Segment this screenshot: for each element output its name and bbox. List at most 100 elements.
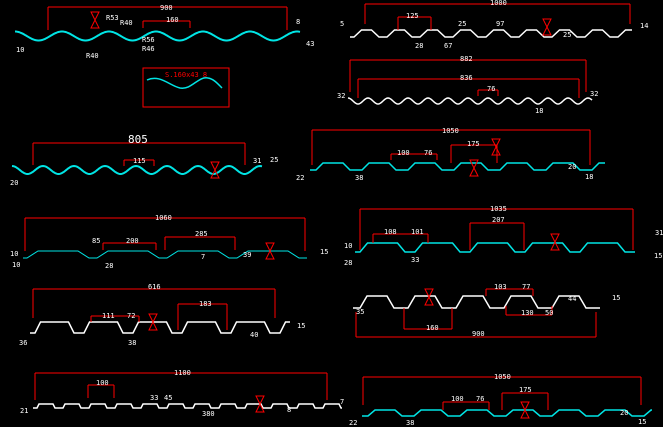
trap-1035-dim-label: 101 <box>411 228 424 236</box>
wave-882-dim-label: 882 <box>460 55 473 63</box>
wave-900-dim-label: R56 <box>142 36 155 44</box>
trap-1060-dim-label: 10 <box>12 261 20 269</box>
section-marker-icon <box>210 161 220 179</box>
trap-1060-dim-label: 39 <box>243 251 251 259</box>
trap-1000-profile <box>350 29 632 38</box>
trap-900-dim-label: 44 <box>568 295 576 303</box>
trap-1000-dim-label: 28 <box>415 42 423 50</box>
trap-1035-dim-label: 10 <box>344 242 352 250</box>
wave-900-dim-label: 10 <box>16 46 24 54</box>
trap-1050-b-dim-label: 100 <box>451 395 464 403</box>
trap-1050-a-dim-label: 22 <box>296 174 304 182</box>
wave-882-dim-label: 32 <box>590 90 598 98</box>
section-marker-icon <box>424 288 434 306</box>
trap-1050-b-dim-label: 15 <box>638 418 646 426</box>
trap-1100-profile <box>33 403 342 409</box>
wave-882-dim-label: 836 <box>460 74 473 82</box>
wave-805-dim-label: 805 <box>128 133 148 146</box>
trap-900-dim-label: 900 <box>472 330 485 338</box>
wave-900-dim-label: R46 <box>142 45 155 53</box>
trap-1050-a-dim-label: 175 <box>467 140 480 148</box>
trap-1035-dim-label: 33 <box>411 256 419 264</box>
trap-900-profile <box>353 295 600 309</box>
trap-616-dim-label: 183 <box>199 300 212 308</box>
wave-882-dim-label: 18 <box>535 107 543 115</box>
trap-1000-dim-label: 25 <box>563 31 571 39</box>
wave-805-dim-label: 115 <box>133 157 146 165</box>
trap-1060-dim-label: 15 <box>320 248 328 256</box>
trap-1035-dim-label: 108 <box>384 228 397 236</box>
section-marker-icon <box>148 313 158 331</box>
trap-1050-b-dim-label: 20 <box>620 409 628 417</box>
trap-616-dim-label: 40 <box>250 331 258 339</box>
trap-1050-a-dim-label: 1050 <box>442 127 459 135</box>
trap-1050-b-dim-label: 1050 <box>494 373 511 381</box>
wave-900-dim-label: R40 <box>86 52 99 60</box>
trap-1000-dim-label: 25 <box>458 20 466 28</box>
trap-1050-b-dim-label: 38 <box>406 419 414 427</box>
wave-900-profile <box>15 30 301 42</box>
wave-900-dim-label: 43 <box>306 40 314 48</box>
profiles-layer <box>11 29 652 417</box>
trap-1060-dim-label: 28 <box>105 262 113 270</box>
trap-1035-dim-label: 207 <box>492 216 505 224</box>
trap-1050-a-dim-label: 76 <box>424 149 432 157</box>
trap-616-dim-label: 15 <box>297 322 305 330</box>
wave-805-dim-label: 20 <box>10 179 18 187</box>
trap-900-dim-label: 35 <box>356 308 364 316</box>
wave-900-dim-label: R40 <box>120 19 133 27</box>
trap-1000-dim-label: 5 <box>340 20 344 28</box>
trap-1000-dim-label: 97 <box>496 20 504 28</box>
trap-1050-a-dim-label: 38 <box>355 174 363 182</box>
trap-1060-profile <box>23 250 307 259</box>
section-marker-icon <box>491 138 501 156</box>
trap-1060-dim-label: 285 <box>195 230 208 238</box>
inset-label: S.160x43 8 <box>165 71 207 79</box>
trap-1035-dim-label: 31 <box>655 229 663 237</box>
trap-1050-a-dim-label: 18 <box>585 173 593 181</box>
trap-1000-dim-label: 67 <box>444 42 452 50</box>
trap-1060-dim-label: 10 <box>10 250 18 258</box>
trap-1035-profile <box>355 242 635 253</box>
trap-1000-dim-label: 1000 <box>490 0 507 7</box>
trap-616-dim-label: 111 <box>102 312 115 320</box>
trap-1050-b-dim-label: 175 <box>519 386 532 394</box>
trap-616-dim-label: 616 <box>148 283 161 291</box>
trap-1035-dim-label: 28 <box>344 259 352 267</box>
wave-900-dim-label: 900 <box>160 4 173 12</box>
trap-900-dim-label: 103 <box>494 283 507 291</box>
trap-616-dim-label: 36 <box>19 339 27 347</box>
trap-1100-dim-label: 380 <box>202 410 215 418</box>
wave-882-profile <box>347 97 593 105</box>
trap-1050-b-dim-label: 22 <box>349 419 357 427</box>
wave-900-dim-label: 8 <box>296 18 300 26</box>
trap-616-dim-label: 72 <box>127 312 135 320</box>
wave-882-dim-label: 32 <box>337 92 345 100</box>
trap-900-dim-label: 15 <box>612 294 620 302</box>
section-marker-icon <box>90 11 100 29</box>
trap-1050-b-dim-label: 76 <box>476 395 484 403</box>
wave-900-dim-label: R53 <box>106 14 119 22</box>
trap-1050-a-dim-label: 20 <box>568 163 576 171</box>
trap-1035-dim-label: 1035 <box>490 205 507 213</box>
section-marker-icon <box>550 233 560 251</box>
section-marker-icon <box>469 159 479 177</box>
wave-805-dim-label: 25 <box>270 156 278 164</box>
trap-1050-a-profile <box>310 162 605 171</box>
section-marker-icon <box>542 18 552 36</box>
trap-616-profile <box>30 321 290 334</box>
section-marker-icon <box>255 395 265 413</box>
trap-1100-dim-label: 21 <box>20 407 28 415</box>
wave-882-dim-label: 76 <box>487 85 495 93</box>
trap-1035-dim-label: 15 <box>654 252 662 260</box>
section-marker-icon <box>520 401 530 419</box>
trap-1100-dim-label: 100 <box>96 379 109 387</box>
trap-1050-b-profile <box>362 409 652 417</box>
trap-1060-dim-label: 1060 <box>155 214 172 222</box>
wave-805-dim-label: 31 <box>253 157 261 165</box>
trap-1100-dim-label: 7 <box>340 398 344 406</box>
wave-805-profile <box>11 164 263 175</box>
trap-1000-dim-label: 125 <box>406 12 419 20</box>
trap-900-dim-label: 77 <box>522 283 530 291</box>
